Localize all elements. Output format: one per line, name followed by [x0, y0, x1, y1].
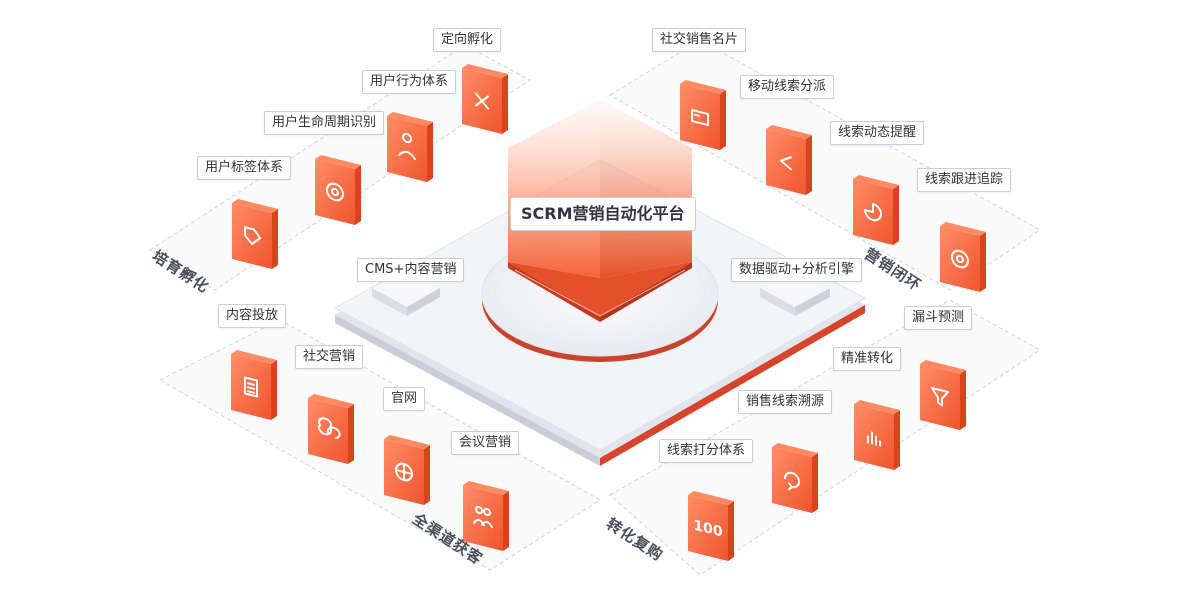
tile-people-icon — [463, 481, 509, 551]
callout-user-behavior: 用户行为体系 — [362, 70, 457, 94]
tile-share-icon — [462, 64, 508, 134]
globe-icon — [395, 462, 413, 482]
callout-social-card: 社交销售名片 — [652, 28, 747, 52]
tile-globe-icon — [384, 435, 430, 505]
callout-content-delivery: 内容投放 — [218, 304, 287, 328]
tile-tag-icon — [232, 199, 278, 269]
tile-pie-chart-icon — [853, 175, 899, 245]
share-nodes-icon — [780, 156, 792, 171]
cycle-icon — [784, 471, 800, 491]
callout-website: 官网 — [383, 387, 426, 411]
user-profile-icon — [398, 132, 416, 161]
document-icon — [244, 376, 258, 398]
tile-bar-chart-icon — [854, 400, 900, 470]
tile-share-nodes-icon — [766, 125, 812, 195]
svg-text:100: 100 — [693, 518, 722, 541]
chat-icon — [318, 417, 341, 440]
callout-lead-tracking: 线索跟进追踪 — [917, 168, 1012, 192]
callout-lead-scoring: 线索打分体系 — [659, 439, 754, 463]
bar-chart-icon — [867, 431, 881, 447]
data-engine-label: 数据驱动+分析引擎 — [731, 258, 862, 282]
callout-funnel-forecast: 漏斗预测 — [904, 306, 973, 330]
tag-icon — [244, 226, 261, 246]
cms-content-label: CMS+内容营销 — [357, 258, 465, 282]
funnel-icon — [931, 386, 949, 407]
callout-user-lifecycle: 用户生命周期识别 — [264, 111, 385, 135]
target-icon — [951, 249, 969, 269]
gear-icon — [326, 182, 344, 202]
callout-conference: 会议营销 — [451, 431, 520, 455]
tile-user-profile-icon — [387, 112, 433, 182]
tile-business-card-icon — [680, 80, 726, 150]
callout-social-marketing: 社交营销 — [295, 345, 364, 369]
tile-cycle-icon — [772, 443, 818, 513]
center-title: SCRM营销自动化平台 — [510, 197, 696, 231]
business-card-icon — [691, 108, 709, 127]
callout-lead-source: 销售线索溯源 — [738, 390, 833, 414]
callout-lead-dispatch: 移动线索分派 — [740, 75, 835, 99]
tile-chat-icon — [308, 394, 354, 464]
callout-lead-alert: 线索动态提醒 — [830, 121, 925, 145]
tile-score-100-icon: 100 — [688, 491, 734, 561]
icon-tiles: 100 — [231, 64, 986, 561]
callout-precise-conversion: 精准转化 — [833, 347, 902, 371]
tile-document-icon — [231, 350, 277, 420]
tile-target-icon — [940, 222, 986, 292]
callout-directed-incubation: 定向孵化 — [433, 28, 502, 52]
tile-funnel-icon — [920, 360, 966, 430]
center-cube — [508, 100, 692, 322]
callout-user-tags: 用户标签体系 — [197, 156, 292, 180]
people-icon — [473, 505, 493, 529]
tile-gear-icon — [315, 155, 361, 225]
score-100-icon: 100 — [693, 518, 722, 541]
share-icon — [475, 92, 489, 110]
pie-chart-icon — [864, 202, 882, 222]
